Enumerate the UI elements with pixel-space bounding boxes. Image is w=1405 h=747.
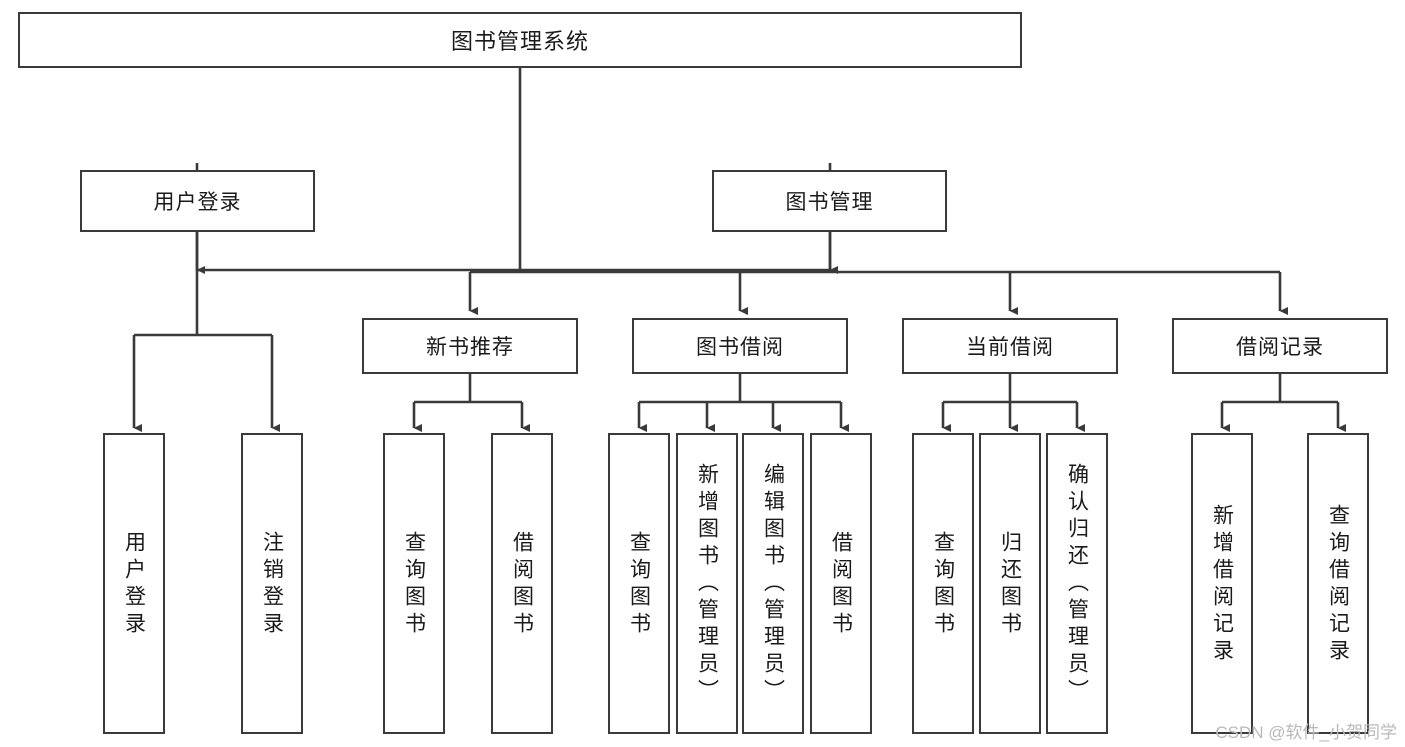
node-book-borrow[interactable]: 图书借阅 (632, 318, 848, 374)
node-leaf-logout[interactable]: 注销登录 (241, 433, 303, 734)
node-book-borrow-label: 图书借阅 (696, 336, 784, 359)
node-leaf-confirm-return-admin-label: 确认归还（管理员） (1065, 463, 1089, 706)
node-leaf-query-book-current-label: 查询图书 (931, 530, 955, 639)
node-root-library-system[interactable]: 图书管理系统 (18, 12, 1022, 68)
node-leaf-query-book-borrow-label: 查询图书 (627, 530, 651, 639)
node-leaf-confirm-return-admin[interactable]: 确认归还（管理员） (1046, 433, 1108, 734)
node-leaf-return-book-label: 归还图书 (998, 530, 1022, 639)
node-leaf-borrow-book-newbook[interactable]: 借阅图书 (491, 433, 553, 734)
node-leaf-borrow-book[interactable]: 借阅图书 (810, 433, 872, 734)
node-leaf-return-book[interactable]: 归还图书 (979, 433, 1041, 734)
node-user-login[interactable]: 用户登录 (80, 170, 315, 232)
node-leaf-edit-book-admin[interactable]: 编辑图书（管理员） (742, 433, 804, 734)
node-borrow-record-label: 借阅记录 (1236, 336, 1324, 359)
node-user-login-label: 用户登录 (153, 191, 242, 214)
node-leaf-query-book-current[interactable]: 查询图书 (912, 433, 974, 734)
node-borrow-record[interactable]: 借阅记录 (1172, 318, 1388, 374)
node-leaf-user-login-label: 用户登录 (122, 530, 146, 639)
node-leaf-query-borrow-record-label: 查询借阅记录 (1326, 503, 1350, 666)
node-leaf-user-login[interactable]: 用户登录 (103, 433, 165, 734)
node-leaf-query-book-newbook[interactable]: 查询图书 (383, 433, 445, 734)
node-leaf-logout-label: 注销登录 (260, 530, 284, 639)
node-current-borrow-label: 当前借阅 (966, 336, 1054, 359)
node-new-book-recommend-label: 新书推荐 (426, 336, 514, 359)
node-leaf-add-book-admin[interactable]: 新增图书（管理员） (676, 433, 738, 734)
node-leaf-borrow-book-label: 借阅图书 (829, 530, 853, 639)
node-root-label: 图书管理系统 (450, 29, 589, 54)
node-leaf-query-borrow-record[interactable]: 查询借阅记录 (1307, 433, 1369, 734)
csdn-watermark: CSDN @软件_小贺同学 (1215, 723, 1397, 742)
node-new-book-recommend[interactable]: 新书推荐 (362, 318, 578, 374)
node-leaf-query-book-borrow[interactable]: 查询图书 (608, 433, 670, 734)
node-leaf-add-book-admin-label: 新增图书（管理员） (695, 463, 719, 706)
node-leaf-query-book-newbook-label: 查询图书 (402, 530, 426, 639)
node-book-manage[interactable]: 图书管理 (712, 170, 947, 232)
node-book-manage-label: 图书管理 (785, 191, 874, 214)
node-current-borrow[interactable]: 当前借阅 (902, 318, 1118, 374)
node-leaf-add-borrow-record[interactable]: 新增借阅记录 (1191, 433, 1253, 734)
node-leaf-add-borrow-record-label: 新增借阅记录 (1210, 503, 1234, 666)
node-leaf-edit-book-admin-label: 编辑图书（管理员） (761, 463, 785, 706)
node-leaf-borrow-book-newbook-label: 借阅图书 (510, 530, 534, 639)
